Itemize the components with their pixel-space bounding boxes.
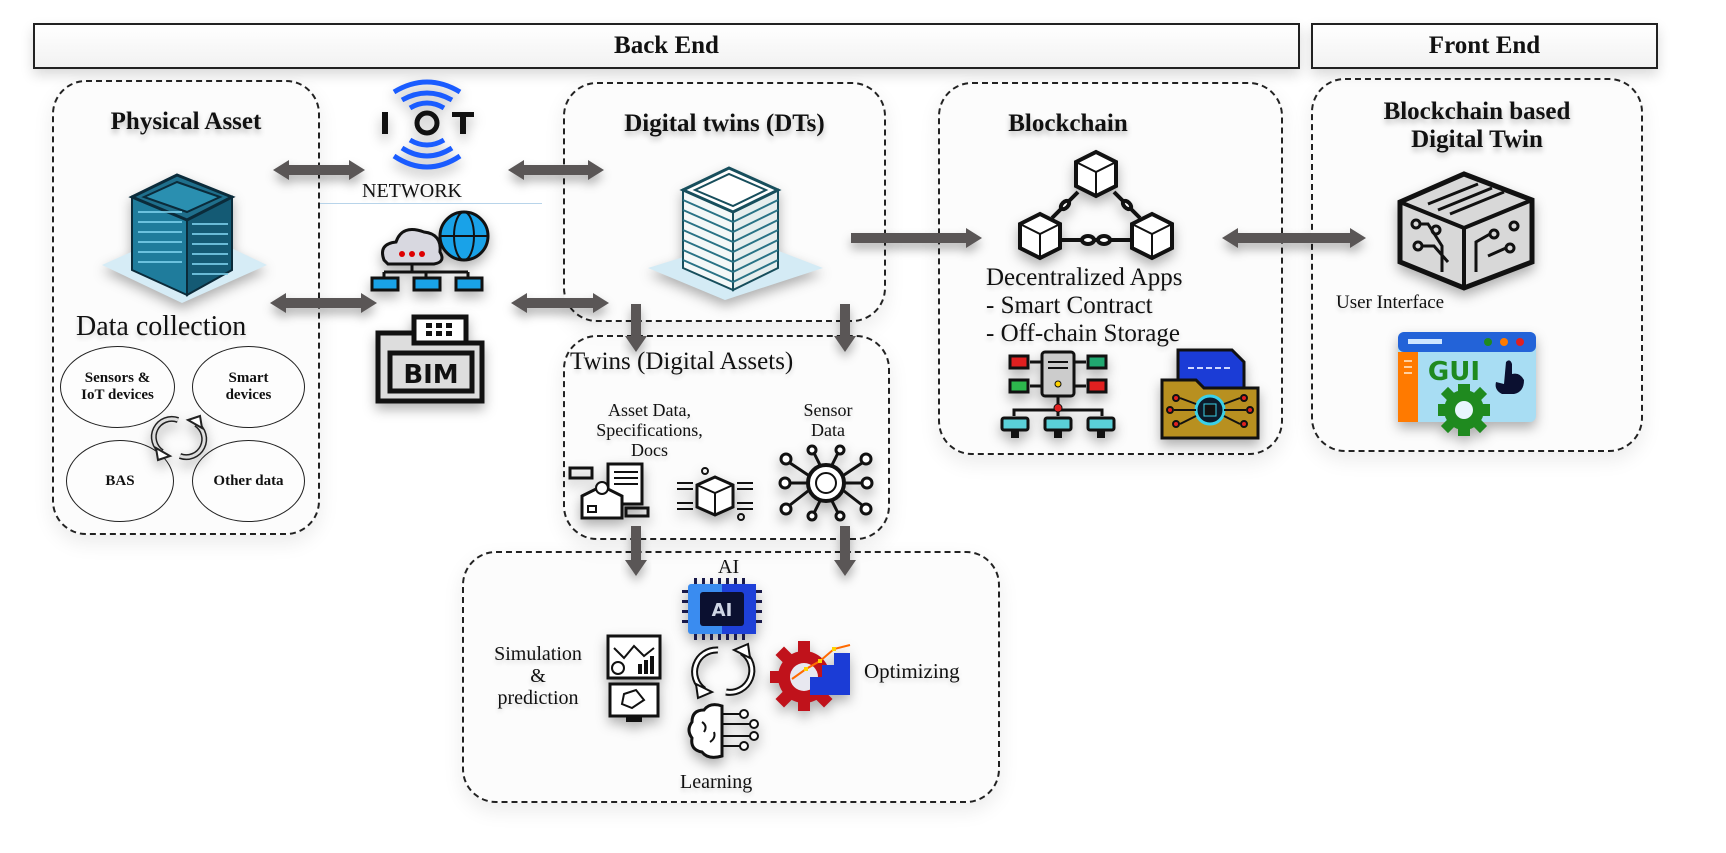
offchain-storage-folder-icon	[1160, 348, 1260, 440]
brain-circuit-icon	[687, 703, 759, 759]
source-line: Smart	[228, 370, 269, 386]
source-line: Other data	[213, 472, 284, 489]
simulation-line: prediction	[497, 687, 579, 709]
box-circuit-icon	[677, 467, 753, 521]
arrow-physical-iot	[273, 160, 365, 180]
network-label: NETWORK	[362, 180, 462, 202]
arrow-twins-analytics-left	[625, 526, 647, 576]
offchain-storage-line: - Off-chain Storage	[986, 320, 1180, 347]
physical-asset-title: Physical Asset	[110, 108, 262, 135]
dapps-line: Decentralized Apps	[986, 264, 1183, 291]
back-end-header: Back End	[33, 23, 1300, 69]
user-interface-label: User Interface	[1336, 292, 1445, 313]
blockchain-network-icon	[1018, 149, 1174, 261]
cloud-network-icon	[370, 210, 490, 292]
blockchain-description: Decentralized Apps - Smart Contract - Of…	[986, 264, 1182, 348]
front-end-header: Front End	[1311, 23, 1658, 69]
bim-text: BIM	[403, 360, 458, 390]
asset-data-label: Asset Data, Specifications, Docs	[562, 400, 737, 460]
arrow-blockchain-frontend	[1222, 228, 1366, 248]
arrow-dt-blockchain	[851, 228, 982, 248]
source-line: IoT devices	[81, 387, 154, 403]
simulation-line: Simulation	[494, 643, 582, 665]
front-end-title-line: Digital Twin	[1411, 126, 1543, 153]
back-end-label: Back End	[614, 32, 719, 59]
arrow-twins-analytics-right	[834, 526, 856, 576]
source-other-data: Other data	[192, 440, 305, 522]
bim-icon: BIM	[375, 314, 485, 404]
sensor-data-line: Sensor	[803, 400, 853, 420]
sensor-data-label: Sensor Data	[778, 400, 878, 440]
digital-twin-building-icon	[648, 166, 823, 300]
sensor-data-line: Data	[811, 420, 845, 440]
blockchain-title: Blockchain	[1008, 110, 1128, 137]
simulation-line: &	[530, 665, 546, 687]
ai-label: AI	[718, 556, 740, 578]
physical-building-icon	[102, 173, 267, 303]
arrow-bim-dt	[511, 293, 609, 313]
arrow-iot-dt	[508, 160, 604, 180]
gui-window-icon: GUI	[1398, 332, 1536, 436]
network-divider	[320, 203, 542, 204]
server-network-icon	[1000, 350, 1116, 438]
front-end-label: Front End	[1428, 32, 1541, 59]
asset-docs-icon	[568, 462, 650, 520]
optimizing-label: Optimizing	[864, 659, 960, 683]
digital-twins-title: Digital twins (DTs)	[624, 110, 825, 137]
source-line: devices	[225, 387, 272, 403]
ai-chip-icon: AI	[682, 578, 762, 640]
twins-assets-title: Twins (Digital Assets)	[570, 348, 794, 375]
asset-data-line: Specifications,	[596, 420, 703, 440]
sensor-circuit-icon	[778, 444, 874, 522]
optimizing-gear-icon	[770, 641, 851, 711]
simulation-label: Simulation & prediction	[474, 643, 602, 709]
learning-label: Learning	[680, 771, 753, 793]
cycle-arrows-icon	[150, 414, 208, 462]
iot-icon	[382, 79, 474, 170]
asset-data-line: Asset Data,	[608, 400, 691, 420]
asset-data-line: Docs	[631, 440, 668, 460]
data-collection-label: Data collection	[76, 311, 247, 342]
arrow-dt-twins-left	[625, 304, 647, 352]
simulation-dashboard-icon	[606, 634, 662, 722]
source-line: Sensors &	[84, 370, 151, 386]
smart-contract-line: - Smart Contract	[986, 292, 1153, 319]
front-end-title-line: Blockchain based	[1383, 98, 1571, 125]
source-sensors-iot: Sensors &IoT devices	[60, 346, 175, 428]
source-line: BAS	[105, 472, 135, 489]
front-end-panel-title: Blockchain based Digital Twin	[1311, 98, 1643, 154]
ai-chip-text: AI	[712, 600, 733, 621]
learning-cycle-icon	[691, 642, 756, 700]
digital-twin-cube-icon	[1397, 171, 1535, 291]
gui-text: GUI	[1428, 357, 1480, 387]
arrow-dt-twins-right	[834, 304, 856, 352]
arrow-physical-bim	[270, 293, 377, 313]
